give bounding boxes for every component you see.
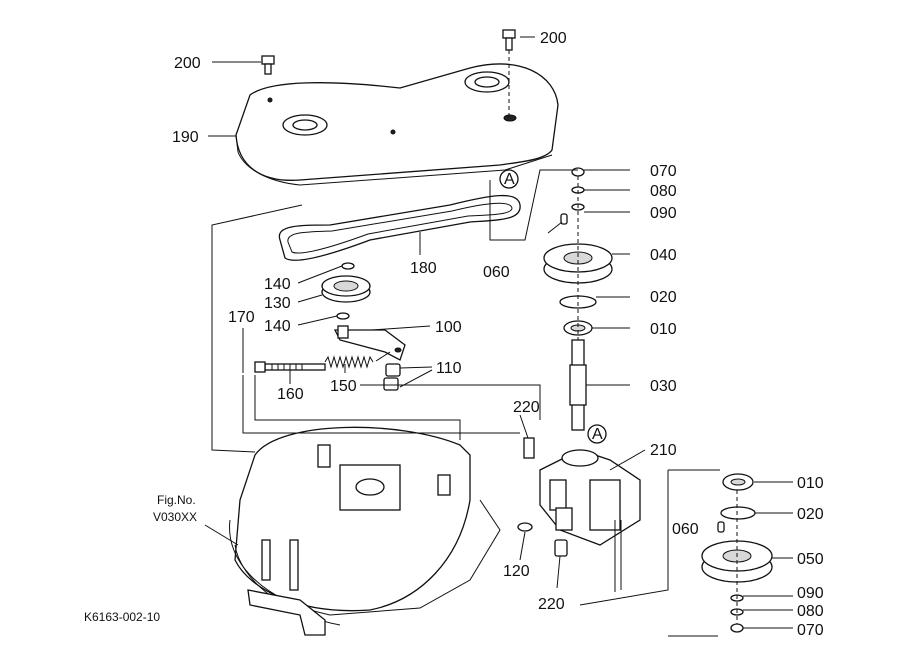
callout-060-bottom: 060 (672, 521, 699, 538)
key-060-bottom (717, 521, 725, 533)
figure-number-label: Fig.No. (157, 493, 196, 507)
callout-090-bottom: 090 (797, 585, 824, 602)
callout-050: 050 (797, 551, 824, 568)
view-marker-a-mid (587, 424, 607, 444)
mower-deck (229, 426, 501, 636)
nut-070-top (571, 167, 585, 177)
callout-130: 130 (264, 295, 291, 312)
callout-080-bottom: 080 (797, 603, 824, 620)
leader-lines (204, 36, 793, 637)
callout-150: 150 (330, 378, 357, 395)
callout-020-top: 020 (650, 289, 677, 306)
callout-040: 040 (650, 247, 677, 264)
figure-number-value: V030XX (153, 510, 197, 524)
callout-180: 180 (410, 260, 437, 277)
callout-010-top: 010 (650, 321, 677, 338)
tension-spring (324, 351, 391, 369)
shaft-030 (569, 339, 587, 431)
callout-140-top: 140 (264, 276, 291, 293)
callout-170: 170 (228, 309, 255, 326)
callout-220-bottom: 220 (538, 596, 565, 613)
snap-ring-020-bottom (720, 506, 756, 520)
callout-220-top: 220 (513, 399, 540, 416)
eye-bolt (254, 361, 326, 373)
callout-210: 210 (650, 442, 677, 459)
gear-housing (539, 449, 641, 592)
grease-fitting-top (523, 437, 535, 459)
callout-020-bottom: 020 (797, 506, 824, 523)
nut-070-bottom (730, 623, 744, 633)
callout-070-top: 070 (650, 163, 677, 180)
bolt-200-left (261, 55, 275, 75)
callout-200-top: 200 (540, 30, 567, 47)
callout-100: 100 (435, 319, 462, 336)
callout-200-left: 200 (174, 55, 201, 72)
bolt-200-top (502, 29, 516, 51)
key-060-top (560, 213, 568, 225)
callout-110: 110 (436, 360, 462, 377)
view-marker-a-top (499, 169, 519, 189)
callout-060-top: 060 (483, 264, 510, 281)
callout-140-mid: 140 (264, 318, 291, 335)
callout-070-bottom: 070 (797, 622, 824, 639)
idler-pulley (321, 262, 371, 320)
belt-cover (235, 63, 559, 186)
callout-a-mid: A (592, 426, 603, 443)
callout-160: 160 (277, 386, 304, 403)
drawing-code: K6163-002-10 (84, 610, 160, 624)
v-belt (278, 194, 521, 261)
bearing-010-bottom (722, 473, 754, 491)
callout-a-top: A (504, 171, 515, 188)
callout-030: 030 (650, 378, 677, 395)
washer-120 (517, 522, 533, 532)
callout-080-top: 080 (650, 183, 677, 200)
callout-090-top: 090 (650, 205, 677, 222)
callout-120: 120 (503, 563, 530, 580)
tension-arm (333, 325, 406, 361)
collars (383, 363, 401, 391)
callout-010-bottom: 010 (797, 475, 824, 492)
callout-190: 190 (172, 129, 199, 146)
grease-fitting-bottom (554, 539, 568, 557)
